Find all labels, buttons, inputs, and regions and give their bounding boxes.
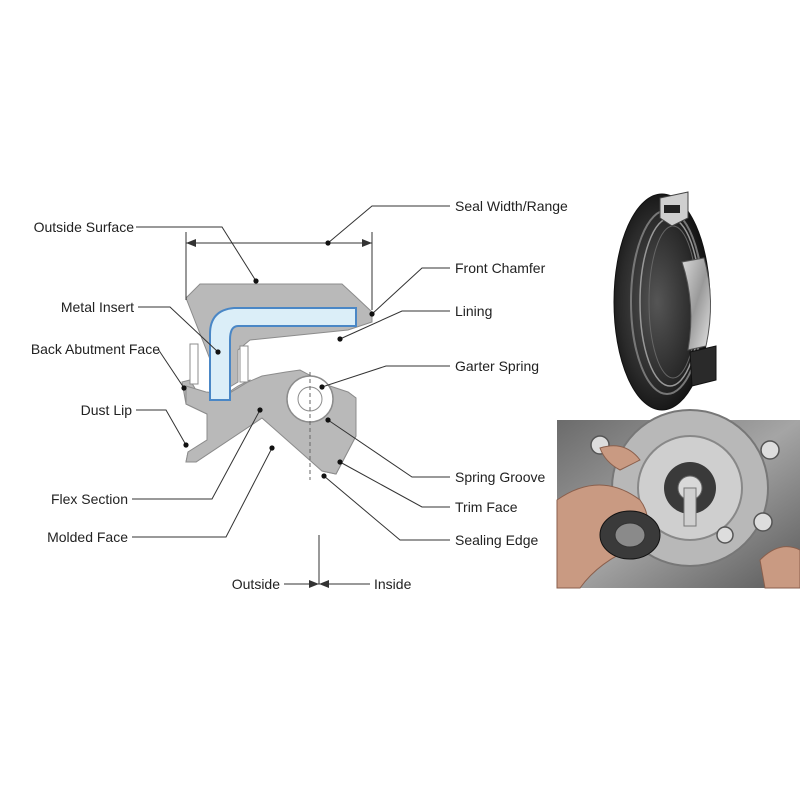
seal-ring-photo — [613, 191, 717, 411]
label-front-chamfer: Front Chamfer — [455, 260, 546, 276]
label-lining: Lining — [455, 303, 492, 319]
label-dust-lip: Dust Lip — [81, 402, 133, 418]
label-trim-face: Trim Face — [455, 499, 518, 515]
insert-strut-right — [239, 345, 249, 383]
label-outside: Outside — [232, 576, 280, 592]
leader-dots — [181, 240, 375, 479]
label-inside: Inside — [374, 576, 412, 592]
label-garter-spring: Garter Spring — [455, 358, 539, 374]
label-molded-face: Molded Face — [47, 529, 128, 545]
seal-cross-section — [181, 283, 373, 480]
callout-labels: Outside Surface Metal Insert Back Abutme… — [31, 198, 568, 592]
installation-photo — [556, 409, 800, 589]
label-flex-section: Flex Section — [51, 491, 128, 507]
insert-strut-left — [189, 343, 199, 385]
dimension-lines — [185, 232, 373, 588]
leader-lines — [132, 205, 450, 541]
label-sealing-edge: Sealing Edge — [455, 532, 539, 548]
label-outside-surface: Outside Surface — [34, 219, 135, 235]
label-seal-width-range: Seal Width/Range — [455, 198, 568, 214]
metal-insert-shape — [209, 307, 357, 401]
label-back-abutment-face: Back Abutment Face — [31, 341, 160, 357]
label-metal-insert: Metal Insert — [61, 299, 134, 315]
label-spring-groove: Spring Groove — [455, 469, 545, 485]
